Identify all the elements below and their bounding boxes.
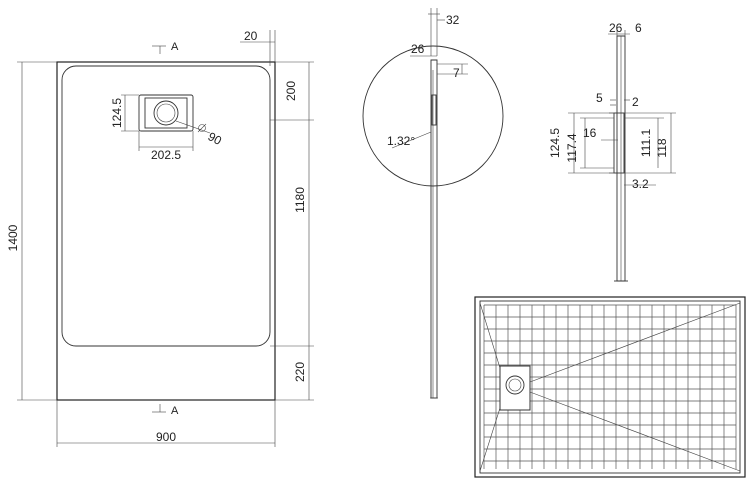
grid-outer-frame — [474, 296, 746, 478]
section-mark-top: A — [152, 41, 179, 54]
dim-length-1400: 1400 — [6, 61, 57, 401]
thickness-label: 32 — [446, 13, 460, 27]
top-margin-label: 200 — [284, 81, 298, 101]
length-label: 1400 — [6, 224, 20, 251]
drain-height-label: 124.5 — [110, 98, 124, 128]
svg-text:A: A — [171, 405, 179, 417]
tray-outline — [56, 61, 276, 401]
inner-diameter-label: 118 — [655, 138, 669, 157]
inner-length-label: 1180 — [293, 187, 307, 213]
top-b-label: 6 — [635, 21, 642, 35]
grid-drain-box — [499, 365, 531, 411]
section-mark-bottom: A — [152, 404, 179, 417]
width-label: 900 — [156, 430, 176, 444]
inner-height-label: 111.1 — [639, 129, 653, 158]
bottom-label: 3.2 — [632, 177, 649, 191]
dim-right-stack — [240, 30, 314, 401]
drain-offset-b-label: 2 — [632, 95, 639, 109]
drain-section-detail — [568, 30, 676, 282]
drain-diameter-label: 90 — [206, 129, 225, 148]
reinforcement-grid-view — [474, 296, 746, 478]
drain-offset-a-label: 5 — [596, 91, 603, 105]
dim-width-900: 900 — [56, 400, 276, 447]
detail-section — [362, 8, 504, 399]
rim-height-label: 7 — [453, 66, 460, 80]
svg-text:A: A — [171, 41, 179, 53]
outer-height-label: 124.5 — [548, 128, 562, 158]
rim-label: 26 — [411, 42, 425, 56]
top-a-label: 26 — [609, 21, 623, 35]
side-margin-label: 20 — [244, 29, 258, 43]
bottom-margin-label: 220 — [293, 362, 307, 382]
slope-label: 1.32° — [387, 134, 415, 148]
dim-drain — [121, 94, 211, 151]
plan-view: A A 1400 900 — [6, 29, 314, 447]
drain-grate — [138, 94, 194, 132]
drain-width-label: 202.5 — [151, 148, 181, 162]
outer-diameter-label: 117.4 — [565, 133, 579, 162]
inner-depth-label: 16 — [583, 126, 597, 140]
tray-basin — [61, 65, 271, 347]
